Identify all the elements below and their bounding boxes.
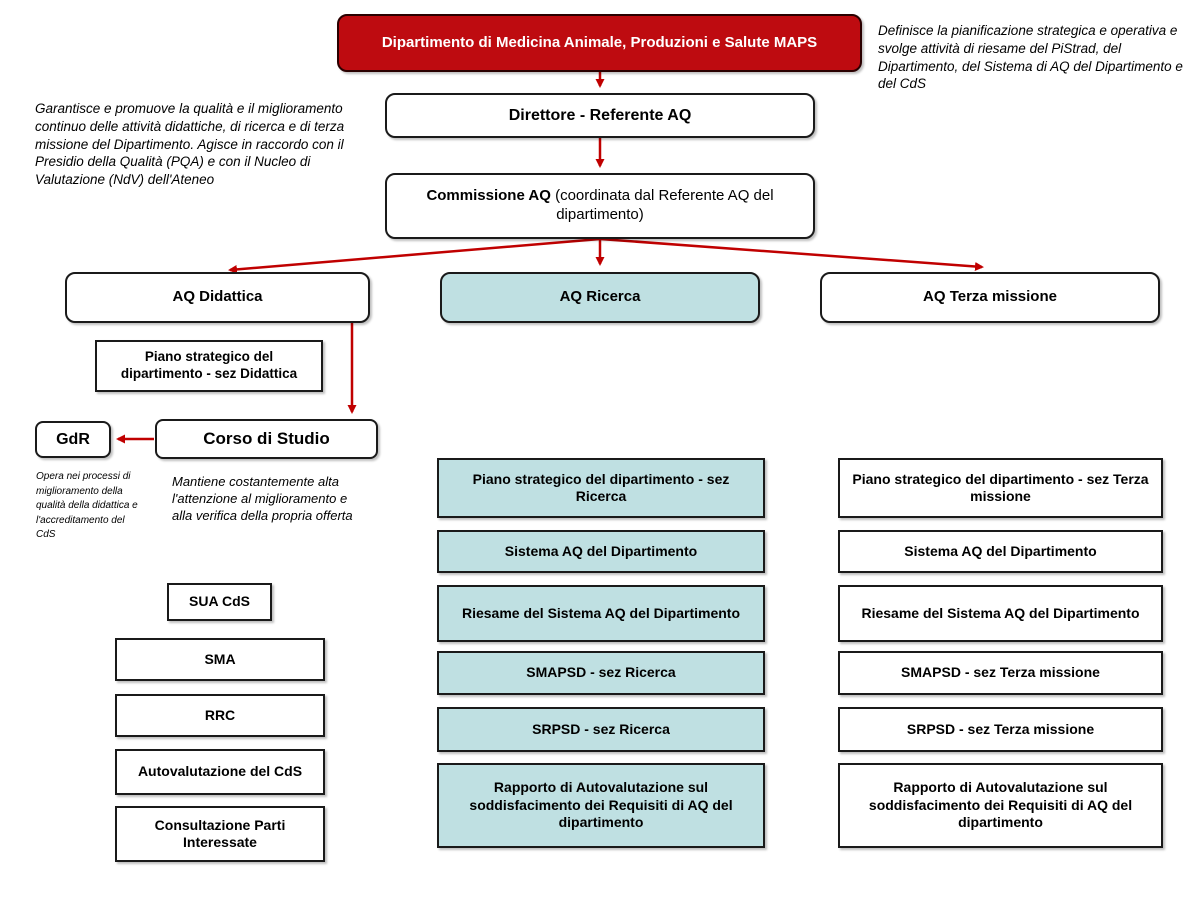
annotation-corso-di-studio: Mantiene costantemente alta l'attenzione… — [172, 474, 353, 524]
corso-di-studio-box: Corso di Studio — [155, 419, 378, 459]
department-root-box: Dipartimento di Medicina Animale, Produz… — [337, 14, 862, 72]
terza-sistema-aq-box: Sistema AQ del Dipartimento — [838, 530, 1163, 573]
terza-riesame-box: Riesame del Sistema AQ del Dipartimento — [838, 585, 1163, 642]
ricerca-sistema-aq-box: Sistema AQ del Dipartimento — [437, 530, 765, 573]
commissione-aq-box: Commissione AQ (coordinata dal Referente… — [385, 173, 815, 239]
autovalutazione-cds-box: Autovalutazione del CdS — [115, 749, 325, 795]
gdr-box: GdR — [35, 421, 111, 458]
ricerca-piano-strategico-box: Piano strategico del dipartimento - sez … — [437, 458, 765, 518]
ricerca-srpsd-box: SRPSD - sez Ricerca — [437, 707, 765, 752]
annotation-left: Garantisce e promuove la qualità e il mi… — [35, 101, 345, 188]
piano-strategico-didattica-box: Piano strategico del dipartimento - sez … — [95, 340, 323, 392]
terza-srpsd-box: SRPSD - sez Terza missione — [838, 707, 1163, 752]
annotation-gdr: Opera nei processi di miglioramento dell… — [36, 471, 138, 540]
branch-aq-didattica: AQ Didattica — [65, 272, 370, 323]
branch-aq-terza-missione: AQ Terza missione — [820, 272, 1160, 323]
rrc-box: RRC — [115, 694, 325, 737]
consultazione-parti-box: Consultazione Parti Interessate — [115, 806, 325, 862]
commissione-aq-text: Commissione AQ (coordinata dal Referente… — [426, 187, 774, 223]
ricerca-rapporto-autovalutazione-box: Rapporto di Autovalutazione sul soddisfa… — [437, 763, 765, 848]
terza-piano-strategico-box: Piano strategico del dipartimento - sez … — [838, 458, 1163, 518]
ricerca-smapsd-box: SMAPSD - sez Ricerca — [437, 651, 765, 695]
terza-smapsd-box: SMAPSD - sez Terza missione — [838, 651, 1163, 695]
direttore-box: Direttore - Referente AQ — [385, 93, 815, 138]
terza-rapporto-autovalutazione-box: Rapporto di Autovalutazione sul soddisfa… — [838, 763, 1163, 848]
branch-aq-ricerca: AQ Ricerca — [440, 272, 760, 323]
sma-box: SMA — [115, 638, 325, 681]
sua-cds-box: SUA CdS — [167, 583, 272, 621]
ricerca-riesame-box: Riesame del Sistema AQ del Dipartimento — [437, 585, 765, 642]
annotation-top-right: Definisce la pianificazione strategica e… — [878, 23, 1183, 92]
